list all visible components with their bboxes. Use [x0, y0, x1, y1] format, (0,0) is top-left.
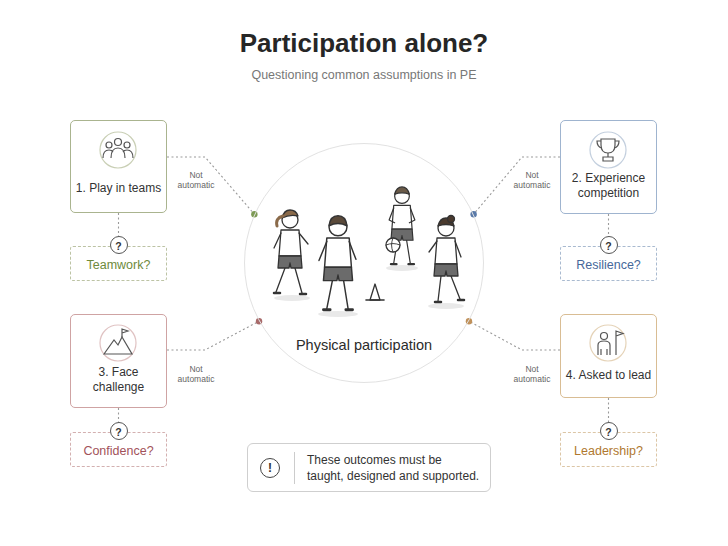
assumption-box: 3. Face challenge	[70, 314, 167, 408]
edge-label: Not automatic	[176, 364, 216, 384]
box-icons	[100, 132, 626, 361]
icon-ring	[100, 325, 136, 361]
box-text: 1. Play in teams	[76, 181, 161, 196]
icon-ring	[590, 325, 626, 361]
outcome-box: ?Resilience?	[560, 246, 657, 281]
dotted-connector	[470, 157, 560, 217]
note-text: These outcomes must be taught, designed …	[294, 452, 480, 484]
box-text: 4. Asked to lead	[566, 368, 651, 383]
child-figure	[319, 216, 356, 310]
training-cone	[366, 284, 384, 300]
box-text: 2. Experience competition	[565, 171, 652, 201]
shadow	[318, 311, 358, 317]
child-figure	[274, 210, 308, 294]
edge-label: Not automatic	[176, 170, 216, 190]
dotted-connector	[167, 157, 258, 217]
icon-ring	[100, 132, 136, 168]
outcome-box: ?Confidence?	[70, 432, 167, 467]
children-playing	[274, 187, 464, 317]
ball	[386, 238, 400, 252]
connector-dot	[466, 318, 472, 324]
outcome-box: ?Leadership?	[560, 432, 657, 467]
connector-line	[474, 157, 560, 214]
child-figure	[429, 216, 464, 303]
connector-line	[469, 321, 560, 350]
shadow	[386, 265, 418, 271]
icon-ring	[590, 132, 626, 168]
outcome-box: ?Teamwork?	[70, 246, 167, 281]
question-mark: ?	[600, 236, 618, 254]
note-box: ! These outcomes must be taught, designed…	[247, 443, 491, 492]
connector-dot	[251, 211, 257, 217]
dotted-connector	[466, 318, 560, 350]
question-mark: ?	[110, 422, 128, 440]
shadow	[428, 303, 464, 309]
team-icon	[103, 139, 133, 159]
subtitle: Questioning common assumptions in PE	[0, 68, 728, 82]
assumption-box: 4. Asked to lead	[560, 314, 657, 398]
circle-label: Physical participation	[245, 337, 483, 353]
assumption-box: 2. Experience competition	[560, 120, 657, 214]
diagram-title: Participation alone?	[0, 28, 728, 59]
outcome-text: Leadership?	[574, 444, 643, 458]
box-text: 3. Face challenge	[75, 365, 162, 395]
connector-line	[167, 321, 259, 350]
alert-icon: !	[260, 458, 280, 478]
mountain-icon	[104, 329, 132, 354]
outcome-text: Resilience?	[576, 258, 641, 272]
outcome-text: Confidence?	[83, 444, 153, 458]
edge-label: Not automatic	[512, 170, 552, 190]
connector-dot	[256, 318, 262, 324]
dotted-connector	[167, 318, 262, 350]
question-mark: ?	[600, 422, 618, 440]
shadow	[274, 295, 310, 301]
outcome-text: Teamwork?	[87, 258, 151, 272]
connector-line	[167, 157, 254, 214]
connector-dot	[470, 211, 476, 217]
leader-icon	[598, 331, 623, 355]
trophy-icon	[597, 139, 619, 161]
participation-circle: Physical participation	[244, 143, 484, 383]
edge-label: Not automatic	[512, 364, 552, 384]
question-mark: ?	[110, 236, 128, 254]
assumption-box: 1. Play in teams	[70, 120, 167, 213]
